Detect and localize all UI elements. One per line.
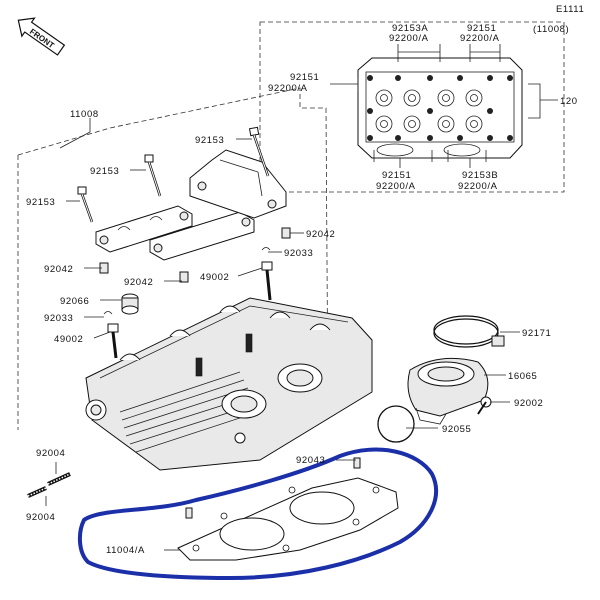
inset-label-tl-sub: 92200/A (389, 33, 429, 44)
callout-dowel: 92043 (296, 455, 325, 466)
o-ring (377, 405, 415, 443)
inset-label-tr-part: 92151 (467, 23, 496, 34)
inset-label-right: 120 (560, 96, 578, 107)
valve-guide-right (261, 261, 273, 301)
cam-cap-mid (149, 211, 255, 261)
bolt-92153-a (248, 126, 270, 177)
inset-border (259, 21, 565, 193)
callout-clamp: 92171 (522, 328, 551, 339)
inset-label-bl-part: 92151 (382, 170, 411, 181)
inset-label-ml-part: 92151 (290, 72, 319, 83)
callout-oring: 92055 (442, 424, 471, 435)
callout-holder: 16065 (508, 371, 537, 382)
callout-pin-right: 92042 (306, 229, 335, 240)
clip-left (103, 311, 113, 315)
front-arrow-icon: FRONT (17, 17, 66, 56)
callout-gasket: 11004/A (106, 545, 145, 556)
clip-right (261, 247, 271, 251)
assembly-boundary (17, 87, 329, 416)
callout-valve-left: 49002 (54, 334, 83, 345)
callout-bolt-a: 92153 (195, 135, 224, 146)
inset-label-tl-part: 92153A (392, 23, 428, 34)
inset-label-br-sub: 92200/A (458, 181, 498, 192)
head-gasket (177, 457, 399, 561)
callout-bolt-holder: 92002 (514, 398, 543, 409)
bolt-92153-b (144, 154, 162, 197)
callout-bolt-b: 92153 (90, 166, 119, 177)
inset-ref-label: (11008) (533, 24, 569, 35)
cam-cap-left (95, 205, 193, 253)
callout-clip-left: 92033 (44, 313, 73, 324)
gasket-highlight (77, 447, 438, 581)
oil-seal (121, 293, 139, 315)
callout-bolt-c: 92153 (26, 197, 55, 208)
callout-stud-bottom: 92004 (26, 512, 55, 523)
callout-stud-top: 92004 (36, 448, 65, 459)
callout-pin-mid: 92042 (124, 277, 153, 288)
clamp (433, 315, 505, 348)
callout-head: 11008 (70, 109, 99, 120)
cam-cap-top (189, 149, 287, 219)
stud-bottom (27, 486, 47, 498)
stud-top (47, 472, 71, 486)
inset-label-bl-sub: 92200/A (376, 181, 416, 192)
callout-clip-right: 92033 (284, 248, 313, 259)
callout-pin-left: 92042 (44, 264, 73, 275)
callout-seal: 92066 (60, 296, 89, 307)
cylinder-head (85, 297, 373, 471)
inset-label-tr-sub: 92200/A (460, 33, 500, 44)
dowel-pin-mid (179, 271, 189, 283)
dowel-pin-right (281, 227, 291, 239)
diagram-id: E1111 (556, 4, 584, 15)
intake-holder (407, 357, 489, 425)
inset-label-ml-sub: 92200/A (268, 83, 308, 94)
valve-guide-left (107, 323, 119, 359)
inset-top-view: (11008) 92153A 92200/A 92151 92200/A 921… (259, 21, 578, 193)
inset-label-br-part: 92153B (462, 170, 498, 181)
callout-valve-right: 49002 (200, 272, 229, 283)
bolt-92153-c (77, 186, 94, 223)
